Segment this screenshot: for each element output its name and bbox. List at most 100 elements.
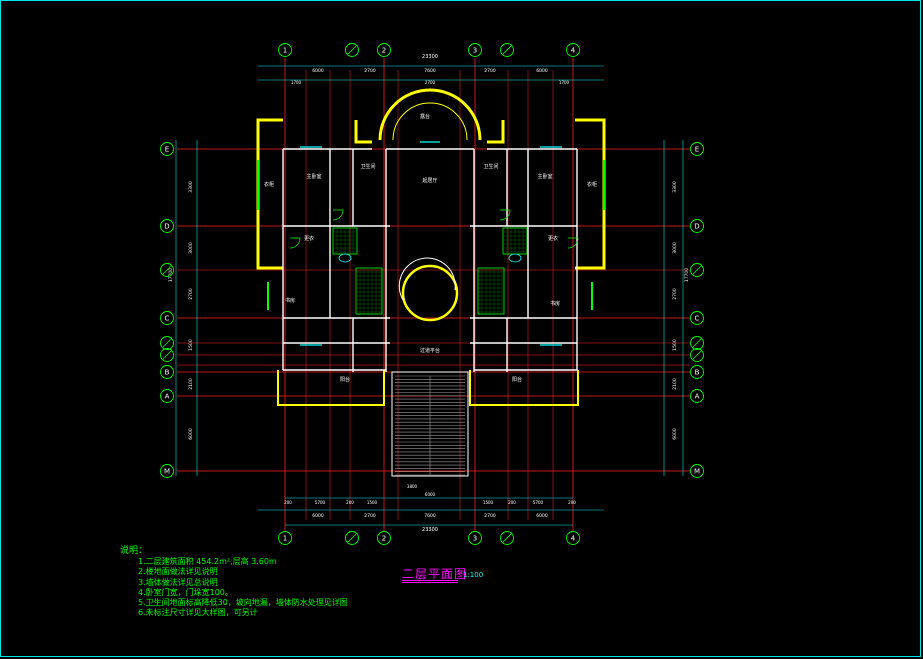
axis-bubble-right-slash bbox=[692, 265, 702, 275]
room-label: 衣柜 bbox=[587, 181, 597, 188]
dim-stair-width: 3800 bbox=[407, 484, 418, 489]
note-line: 1.二层建筑面积 454.2m²,层高 3.60m bbox=[138, 557, 277, 567]
dim-top-span: 7600 bbox=[424, 68, 436, 74]
axis-bubble-bottom-slash bbox=[347, 533, 357, 543]
dim-right-span: 3000 bbox=[672, 242, 678, 254]
axis-bubble-left-label: A bbox=[165, 393, 170, 401]
dim-right-total: 17700 bbox=[684, 268, 690, 282]
axis-bubble-left bbox=[160, 263, 174, 277]
dim-top-span: 6000 bbox=[536, 68, 548, 74]
axis-bubble-bottom bbox=[566, 531, 580, 545]
axis-bubble-right-label: A bbox=[695, 393, 700, 401]
dim-top-subspan: 2700 bbox=[425, 80, 436, 85]
room-label: 起居厅 bbox=[422, 178, 437, 184]
room-labels: 主卧室主卧室起居厅书房书房卫生间卫生间阳台阳台衣柜衣柜更衣更衣露台过道平台 bbox=[264, 113, 597, 383]
room-label: 衣柜 bbox=[264, 181, 274, 188]
axis-bubble-right-label: D bbox=[694, 223, 699, 231]
dim-right-span: 2100 bbox=[672, 378, 678, 390]
dim-top-span: 6000 bbox=[312, 68, 324, 74]
dim-bottom-subspan: 1500 bbox=[367, 500, 378, 505]
axis-bubble-left-label: B bbox=[165, 369, 170, 377]
bay-window-arc bbox=[378, 88, 482, 141]
axis-bubble-top-label: 3 bbox=[473, 47, 477, 55]
dim-left-span: 3300 bbox=[188, 181, 194, 193]
bay-window-inner bbox=[392, 102, 468, 141]
design-notes: 说明： 1.二层建筑面积 454.2m²,层高 3.60m 2.楼地面做法详见说… bbox=[120, 546, 348, 618]
dim-bottom-subspan: 200 bbox=[284, 500, 292, 505]
axis-bubble-left bbox=[160, 365, 174, 379]
axis-bubble-left bbox=[160, 336, 174, 350]
wall-east-wing bbox=[575, 118, 606, 270]
door-swing bbox=[499, 209, 511, 221]
room-label: 卫生间 bbox=[483, 163, 498, 170]
axis-bubble-top bbox=[500, 43, 514, 57]
axis-bubble-right bbox=[690, 142, 704, 156]
bathroom-left-2-floor bbox=[355, 267, 383, 315]
room-label: 阳台 bbox=[512, 376, 522, 383]
axis-bubble-right-slash bbox=[692, 338, 702, 348]
room-label: 露台 bbox=[420, 113, 430, 120]
note-line: 6.未标注尺寸详见大样图，可另计 bbox=[138, 608, 258, 618]
dim-left-span: 6000 bbox=[188, 428, 194, 440]
wall-west-top bbox=[354, 120, 372, 144]
plan-scale: 1:100 bbox=[463, 571, 484, 579]
wall-terrace-left bbox=[277, 370, 385, 406]
axis-bubble-right-label: C bbox=[695, 315, 700, 323]
axis-bubble-top bbox=[345, 43, 359, 57]
dim-overall: 23300 bbox=[422, 527, 438, 533]
dim-left-span: 3000 bbox=[188, 242, 194, 254]
dim-bottom-subspan: 200 bbox=[568, 500, 576, 505]
dim-bottom-subspan: 5700 bbox=[533, 500, 544, 505]
bathtub-left bbox=[338, 253, 352, 263]
note-line: 3.墙体做法详见总说明 bbox=[138, 577, 218, 587]
dim-right-span: 2700 bbox=[672, 288, 678, 300]
door-swing bbox=[289, 237, 301, 249]
axis-bubble-top bbox=[278, 43, 292, 57]
dim-left-span: 2100 bbox=[188, 378, 194, 390]
room-label: 主卧室 bbox=[306, 173, 321, 180]
axis-bubble-bottom bbox=[278, 531, 292, 545]
room-label: 更衣 bbox=[548, 235, 558, 242]
room-label: 过道平台 bbox=[420, 347, 440, 354]
walls bbox=[256, 88, 606, 406]
dim-bottom-subspan: 5700 bbox=[315, 500, 326, 505]
title-underline bbox=[402, 580, 458, 581]
axis-bubble-left bbox=[160, 348, 174, 362]
spiral-stair-core bbox=[401, 264, 459, 322]
axis-bubble-bottom-slash bbox=[502, 533, 512, 543]
axis-bubble-left-label: D bbox=[164, 223, 169, 231]
wall-west-wing bbox=[256, 118, 283, 270]
axis-bubble-top bbox=[377, 43, 391, 57]
axis-bubble-left-label: M bbox=[164, 468, 170, 476]
axis-bubble-right bbox=[690, 311, 704, 325]
axis-bubble-bottom-label: 4 bbox=[571, 535, 576, 543]
axis-bubble-bottom-label: 3 bbox=[473, 535, 477, 543]
axis-bubble-bottom bbox=[345, 531, 359, 545]
axis-bubble-right bbox=[690, 336, 704, 350]
axis-bubble-top bbox=[566, 43, 580, 57]
door-swing bbox=[567, 237, 579, 249]
bathroom-right-2-floor bbox=[477, 267, 505, 315]
dim-top-subspan: 1700 bbox=[559, 80, 570, 85]
dim-right-span: 6000 bbox=[672, 428, 678, 440]
axis-bubble-top-label: 2 bbox=[382, 47, 386, 55]
dim-left-span: 1500 bbox=[188, 339, 194, 351]
dim-bottom-subspan: 1500 bbox=[483, 500, 494, 505]
axis-bubble-right-label: M bbox=[694, 468, 700, 476]
room-label: 书房 bbox=[285, 297, 295, 304]
dim-bottom-span: 6000 bbox=[312, 513, 324, 519]
axis-bubble-right bbox=[690, 389, 704, 403]
axis-bubble-left-slash bbox=[162, 338, 172, 348]
axis-bubble-right-label: B bbox=[695, 369, 700, 377]
notes-heading: 说明： bbox=[120, 546, 148, 556]
axis-bubble-bottom-label: 1 bbox=[283, 535, 287, 543]
dim-right-span: 1500 bbox=[672, 339, 678, 351]
axis-bubble-right bbox=[690, 365, 704, 379]
axis-bubble-right-slash bbox=[692, 350, 702, 360]
dim-bottom-span: 2700 bbox=[484, 513, 496, 519]
dim-stair-total: 6000 bbox=[425, 492, 436, 497]
axis-bubble-right bbox=[690, 464, 704, 478]
